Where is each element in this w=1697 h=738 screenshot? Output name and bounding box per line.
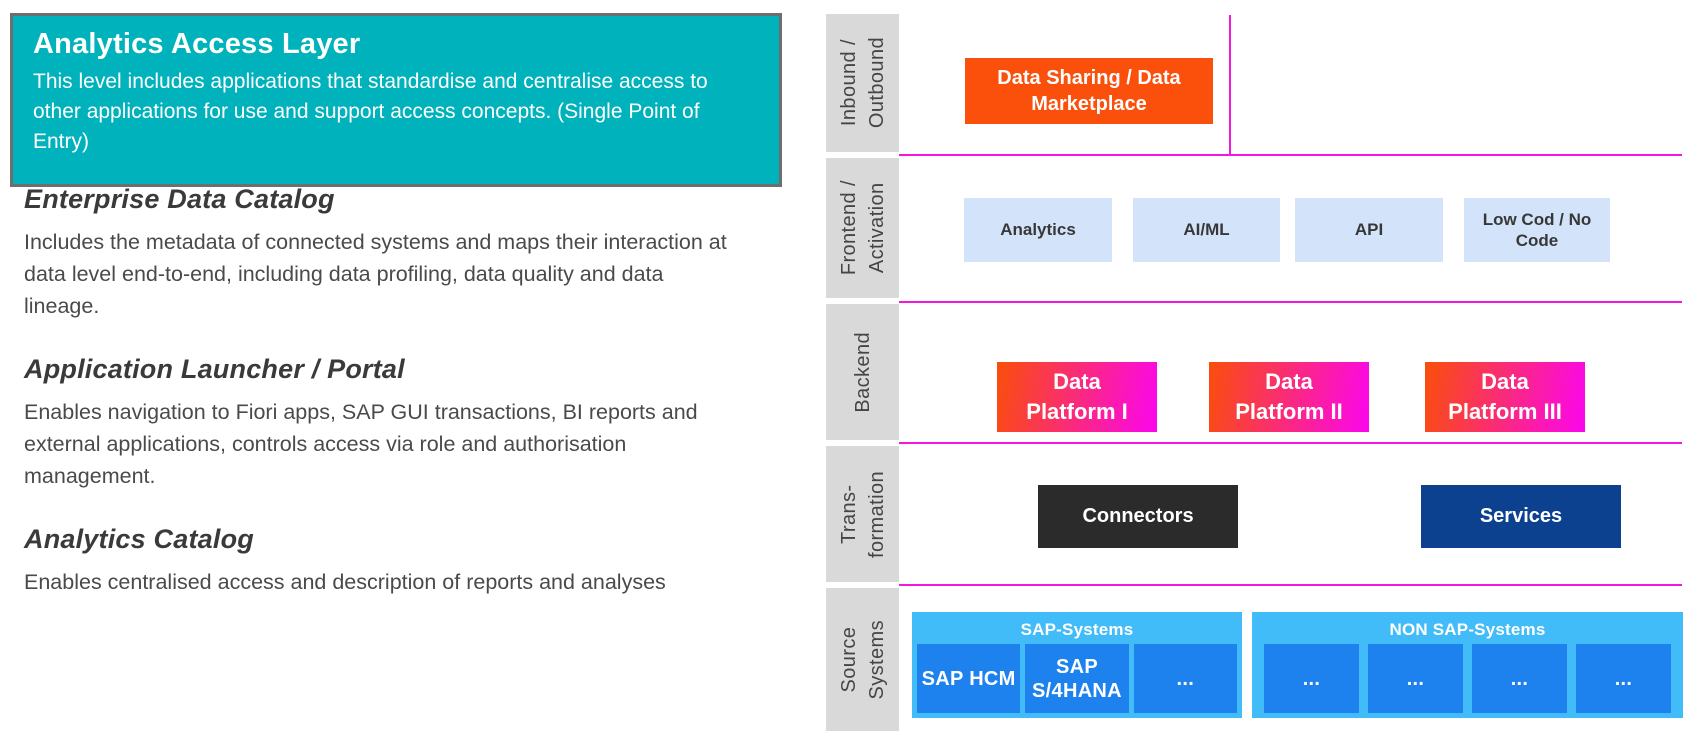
- section-enterprise-data-catalog: Enterprise Data Catalog Includes the met…: [24, 184, 736, 322]
- frontend-box-api: API: [1295, 198, 1443, 262]
- non-sap-systems-group: NON SAP-Systems ... ... ... ...: [1252, 612, 1683, 718]
- row-label-backend: Backend: [826, 304, 899, 440]
- row-label-text: Trans- formation: [837, 470, 888, 558]
- layer-header-card: Analytics Access Layer This level includ…: [10, 13, 782, 187]
- row-divider: [899, 442, 1682, 444]
- frontend-box-low-code-no-code: Low Cod / No Code: [1464, 198, 1610, 262]
- source-box-non-sap-3: ...: [1472, 644, 1567, 713]
- row-label-text: Inbound / Outbound: [837, 37, 888, 129]
- backend-box-data-platform-2: Data Platform II: [1209, 362, 1369, 432]
- section-body: Includes the metadata of connected syste…: [24, 230, 727, 318]
- sap-systems-row: SAP HCM SAP S/4HANA ...: [917, 644, 1237, 713]
- row-divider: [899, 154, 1682, 156]
- section-body: Enables navigation to Fiori apps, SAP GU…: [24, 400, 698, 488]
- services-box: Services: [1421, 485, 1621, 548]
- sap-systems-title: SAP-Systems: [1020, 620, 1134, 639]
- frontend-box-ai-ml: AI/ML: [1133, 198, 1280, 262]
- inbound-vertical-divider: [1229, 15, 1231, 155]
- row-divider: [899, 584, 1682, 586]
- row-label-frontend-activation: Frontend / Activation: [826, 158, 899, 298]
- source-box-non-sap-2: ...: [1368, 644, 1463, 713]
- section-analytics-catalog: Analytics Catalog Enables centralised ac…: [24, 524, 736, 599]
- non-sap-systems-row: ... ... ... ...: [1264, 644, 1671, 713]
- row-label-inbound-outbound: Inbound / Outbound: [826, 14, 899, 152]
- section-heading: Analytics Catalog: [24, 524, 254, 554]
- connectors-box: Connectors: [1038, 485, 1238, 548]
- section-heading: Application Launcher / Portal: [24, 354, 405, 384]
- source-box-non-sap-1: ...: [1264, 644, 1359, 713]
- backend-box-data-platform-1: Data Platform I: [997, 362, 1157, 432]
- section-body: Enables centralised access and descripti…: [24, 570, 666, 594]
- row-label-text: Frontend / Activation: [837, 180, 888, 276]
- row-divider: [899, 301, 1682, 303]
- row-label-transformation: Trans- formation: [826, 446, 899, 582]
- data-sharing-marketplace-box: Data Sharing / Data Marketplace: [965, 58, 1213, 124]
- layer-title: Analytics Access Layer: [33, 28, 361, 60]
- layer-description: This level includes applications that st…: [33, 70, 708, 154]
- section-application-launcher-portal: Application Launcher / Portal Enables na…: [24, 354, 736, 492]
- row-label-text: Backend: [851, 331, 874, 413]
- frontend-box-analytics: Analytics: [964, 198, 1112, 262]
- backend-box-data-platform-3: Data Platform III: [1425, 362, 1585, 432]
- row-label-source-systems: Source Systems: [826, 588, 899, 731]
- non-sap-systems-title: NON SAP-Systems: [1389, 620, 1546, 639]
- row-label-text: Source Systems: [837, 619, 888, 700]
- source-box-sap-s4hana: SAP S/4HANA: [1025, 644, 1129, 713]
- source-box-non-sap-4: ...: [1576, 644, 1671, 713]
- source-box-sap-other: ...: [1133, 644, 1237, 713]
- sap-systems-group: SAP-Systems SAP HCM SAP S/4HANA ...: [912, 612, 1242, 718]
- section-heading: Enterprise Data Catalog: [24, 184, 335, 214]
- source-box-sap-hcm: SAP HCM: [917, 644, 1021, 713]
